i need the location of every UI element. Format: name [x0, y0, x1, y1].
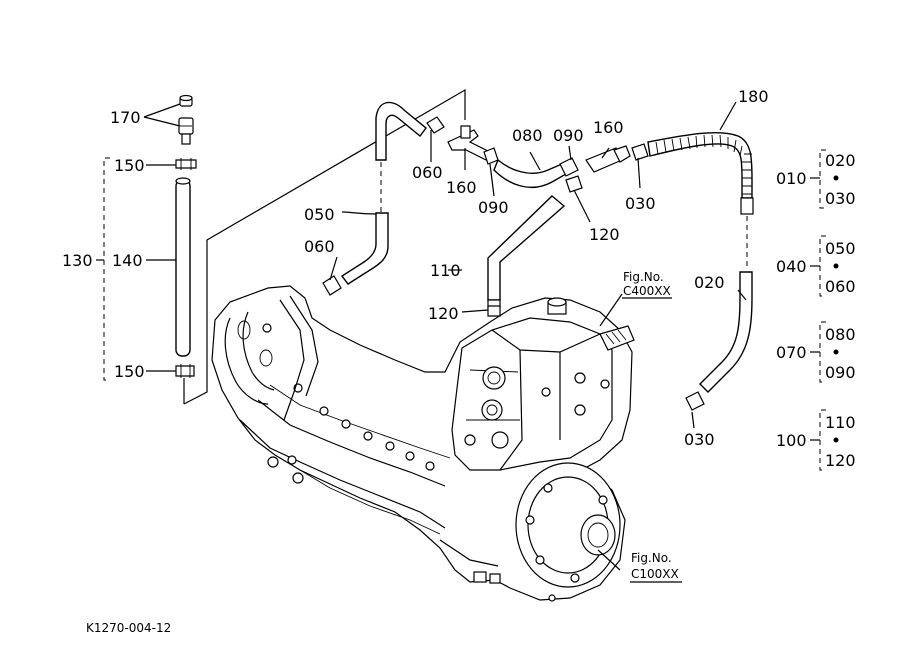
label-170: 170 — [110, 108, 141, 127]
label-leaders — [329, 101, 747, 571]
figure-references: Fig.No. C400XX Fig.No. C100XX — [622, 270, 682, 583]
group-100-main: 100 — [776, 431, 807, 450]
group-040-bottom: 060 — [825, 277, 856, 296]
group-040-main: 040 — [776, 257, 807, 276]
label-120-upper: 120 — [589, 225, 620, 244]
group-070-top: 080 — [825, 325, 856, 344]
hose-110 — [487, 175, 583, 317]
label-160-left: 160 — [446, 178, 477, 197]
label-060-lower: 060 — [304, 237, 335, 256]
tee-and-hose-080 — [447, 125, 579, 189]
upper-hose-050 — [322, 101, 445, 296]
label-030-lower: 030 — [684, 430, 715, 449]
label-110: 110 — [430, 261, 461, 280]
corrugated-hose-180 — [647, 131, 754, 411]
label-020: 020 — [694, 273, 725, 292]
label-120-lower: 120 — [428, 304, 459, 323]
group-100-bottom: 120 — [825, 451, 856, 470]
assembly-leader-box — [183, 88, 466, 405]
label-160-right: 160 — [593, 118, 624, 137]
group-010-main: 010 — [776, 169, 807, 188]
leader-170-lower — [143, 116, 181, 127]
group-070-main: 070 — [776, 343, 807, 362]
label-090-left: 090 — [478, 198, 509, 217]
label-050: 050 — [304, 205, 335, 224]
group-040-top: 050 — [825, 239, 856, 258]
label-140: 140 — [112, 251, 143, 270]
label-080: 080 — [512, 126, 543, 145]
label-090-right: 090 — [553, 126, 584, 145]
label-060-upper: 060 — [412, 163, 443, 182]
transmission-housing — [211, 285, 635, 602]
label-030-upper: 030 — [625, 194, 656, 213]
group-labels: 010 020 030 040 050 060 070 080 090 100 … — [776, 151, 856, 470]
group-100-top: 110 — [825, 413, 856, 432]
part-numbers: 170 150 130 140 150 050 060 060 160 090 … — [62, 87, 769, 449]
fig-ref-c100-code: C100XX — [631, 567, 679, 581]
label-130: 130 — [62, 251, 93, 270]
leader-170-upper — [143, 103, 181, 118]
left-pipe-assembly — [103, 94, 197, 404]
fig-ref-c400-label: Fig.No. — [623, 270, 664, 284]
housing-bolts — [262, 323, 435, 484]
group-010-top: 020 — [825, 151, 856, 170]
group-070-bottom: 090 — [825, 363, 856, 382]
label-150-bottom: 150 — [114, 362, 145, 381]
group-010-bottom: 030 — [825, 189, 856, 208]
drawing-code: K1270-004-12 — [86, 621, 171, 635]
fig-ref-c100-label: Fig.No. — [631, 551, 672, 565]
fig-ref-c400-code: C400XX — [623, 284, 671, 298]
group-brackets — [810, 149, 839, 471]
label-150-top: 150 — [114, 156, 145, 175]
label-180: 180 — [738, 87, 769, 106]
